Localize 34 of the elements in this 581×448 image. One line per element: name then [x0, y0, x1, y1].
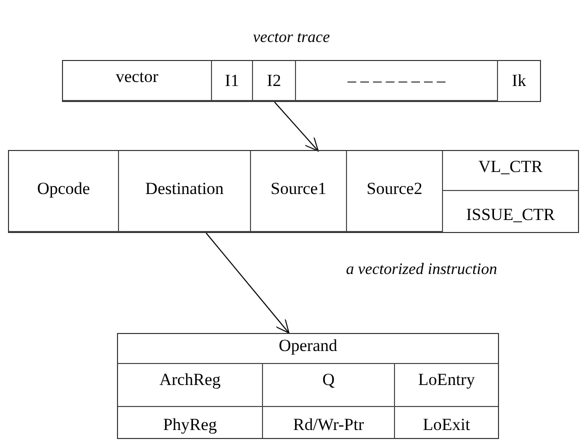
- field-cell: [296, 61, 498, 101]
- field-label: ArchReg: [158, 370, 222, 390]
- node-label: a vectorized instruction: [346, 261, 498, 279]
- arrow: [274, 102, 319, 152]
- field-label: Q: [321, 370, 336, 390]
- field-label: I2: [266, 71, 282, 91]
- field-label: vector: [114, 67, 160, 87]
- field-label: – – – – – – – –: [346, 71, 446, 91]
- field-cell: [253, 61, 296, 101]
- field-cell: [9, 151, 119, 232]
- field-label: I1: [224, 71, 240, 91]
- field-label: PhyReg: [162, 415, 218, 435]
- field-label: VL_CTR: [477, 157, 544, 177]
- field-label: Destination: [144, 179, 225, 199]
- field-cell: [118, 363, 263, 407]
- field-cell: [212, 61, 253, 101]
- field-label: Rd/Wr-Ptr: [292, 415, 365, 435]
- field-label: ISSUE_CTR: [465, 205, 556, 225]
- arrow: [206, 232, 290, 334]
- field-label: Ik: [510, 71, 528, 91]
- field-label: LoEntry: [417, 370, 476, 390]
- field-label: Source1: [270, 179, 328, 199]
- heading: Operand: [278, 336, 338, 356]
- field-label: Source2: [366, 179, 424, 199]
- field-cell: [119, 151, 251, 232]
- heading: vector trace: [253, 29, 330, 47]
- field-cell: [251, 151, 347, 232]
- field-cell: [263, 363, 395, 407]
- record-box: [117, 333, 499, 439]
- field-label: Opcode: [36, 179, 91, 199]
- field-cell: [63, 61, 212, 101]
- field-cell: [347, 151, 443, 232]
- field-cell: [395, 363, 498, 407]
- field-label: LoExit: [422, 415, 472, 435]
